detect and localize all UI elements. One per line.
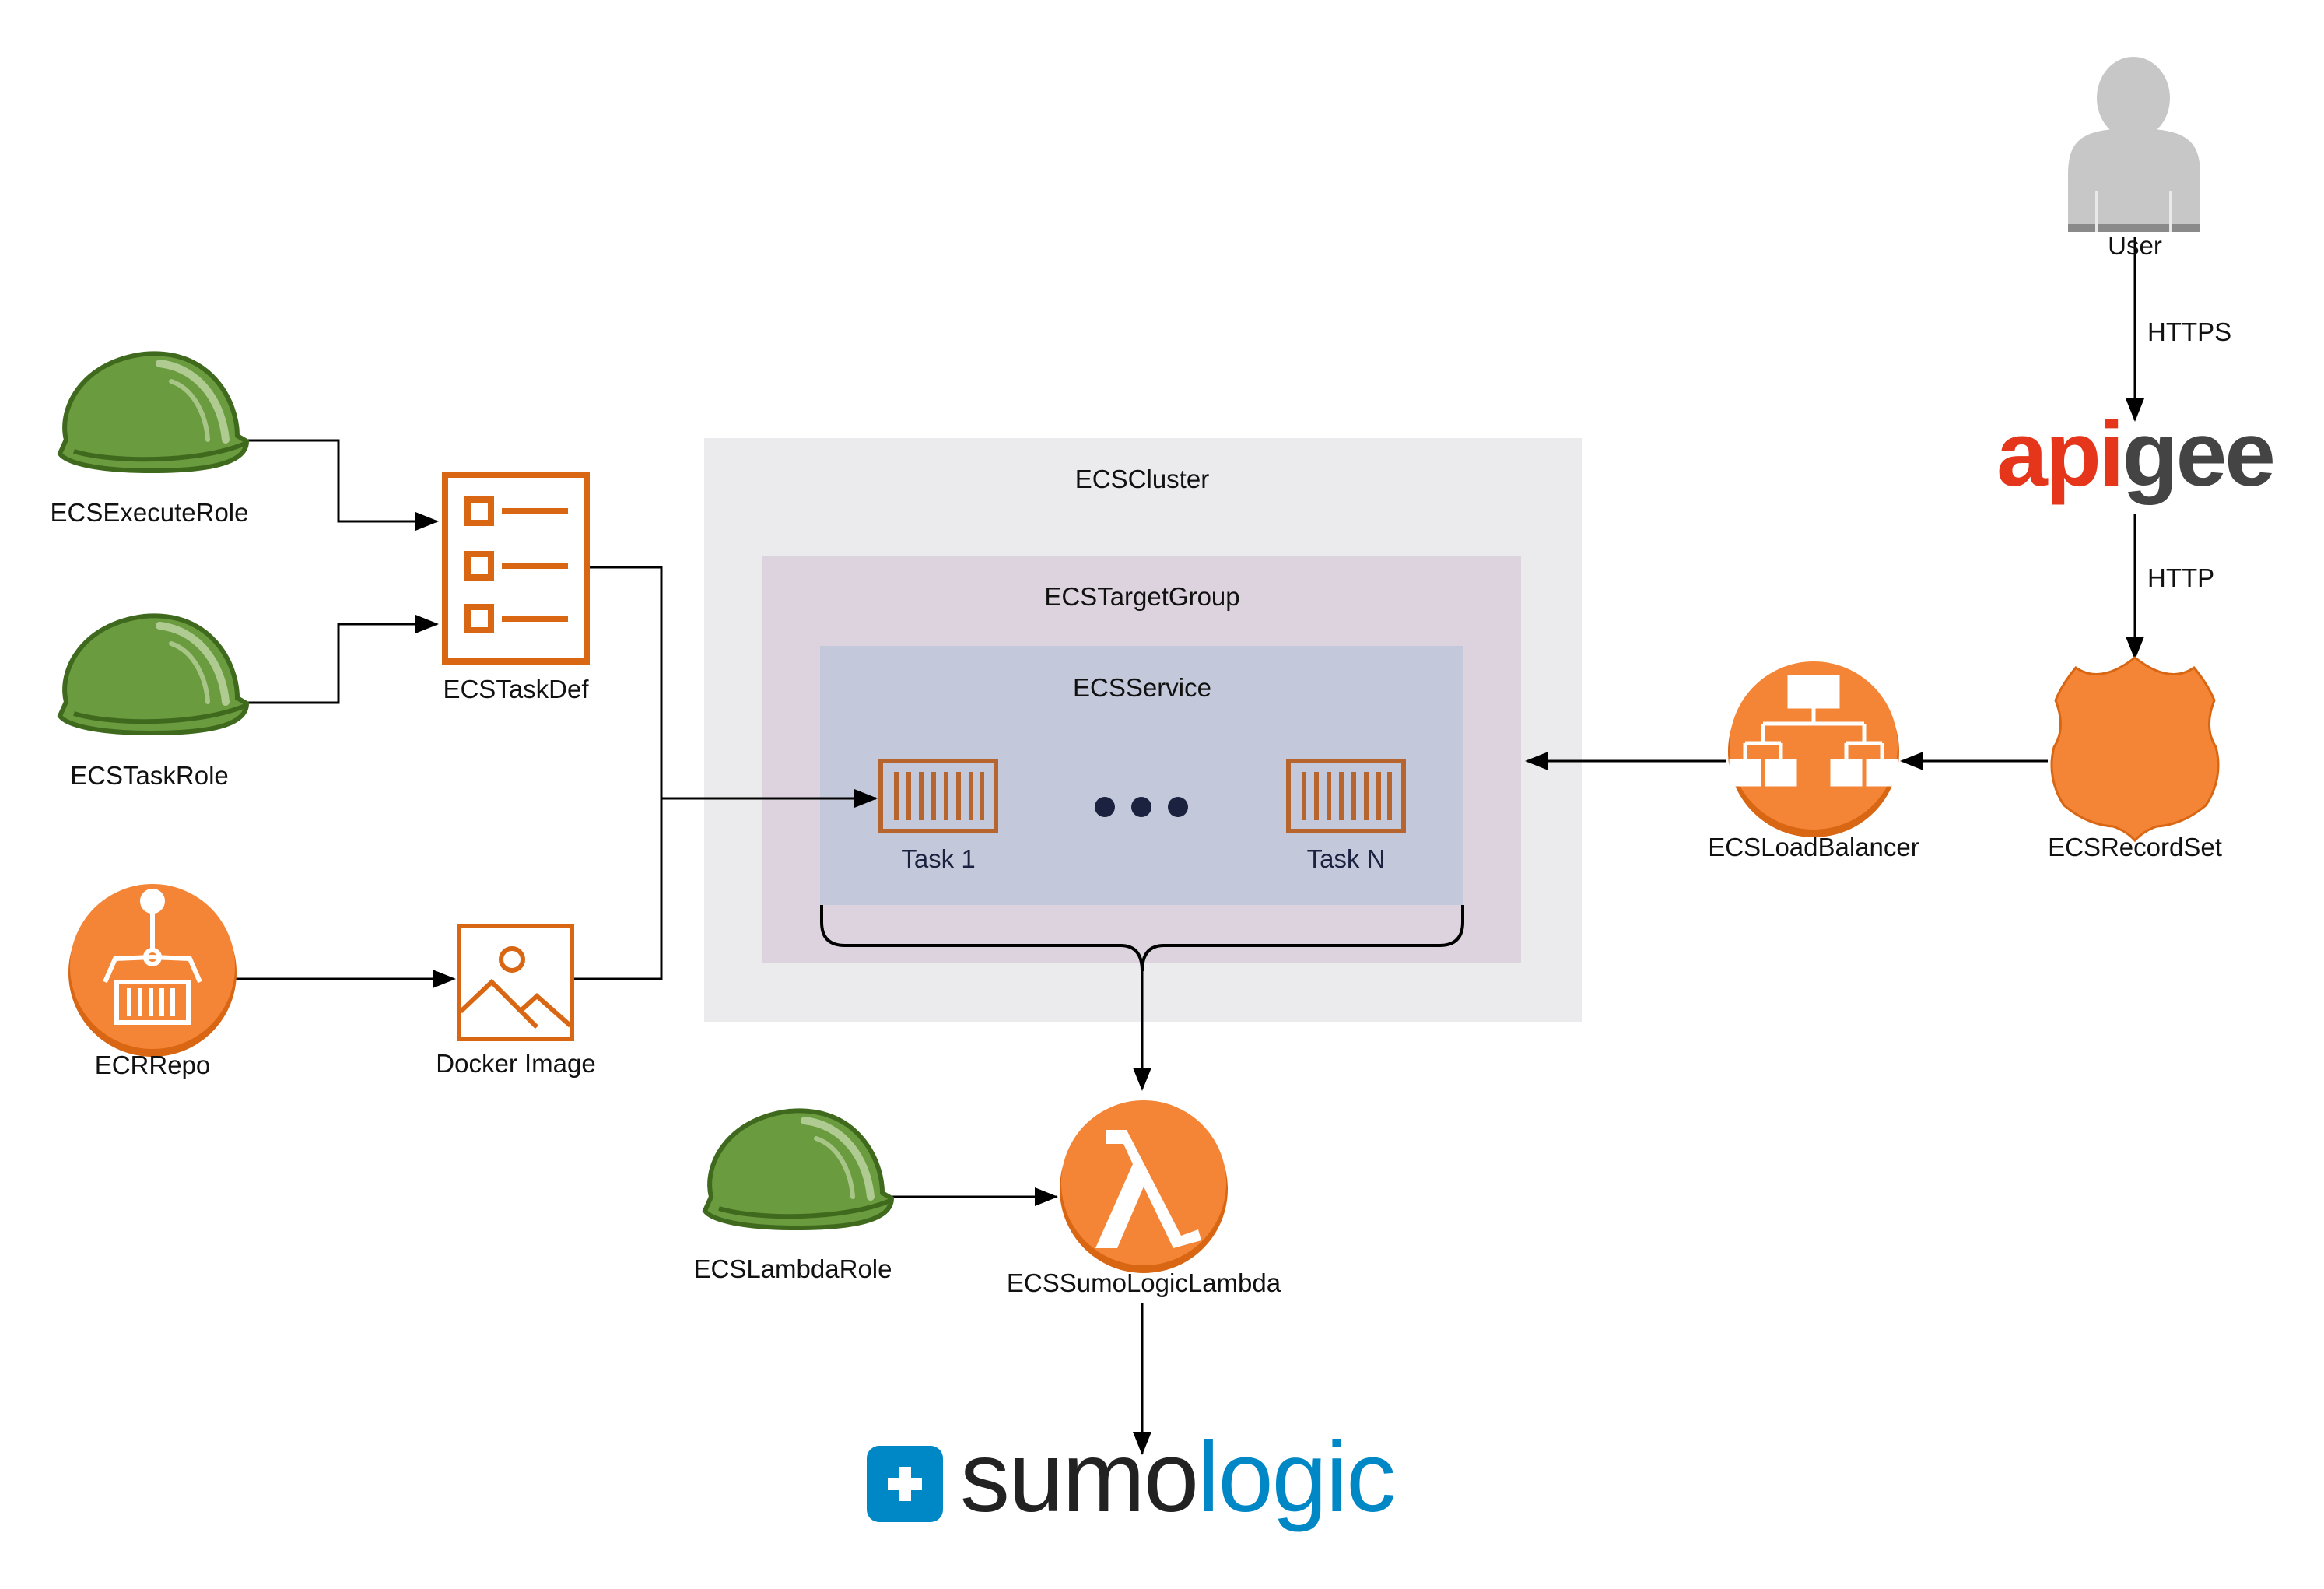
iam-role-helmet-icon	[705, 1110, 892, 1228]
load-balancer-node: ECSLoadBalancer	[1708, 661, 1919, 861]
lambda-label: ECSSumoLogicLambda	[1007, 1268, 1281, 1297]
task-role-node: ECSTaskRole	[60, 616, 247, 790]
apigee-wordmark-gee: gee	[2122, 403, 2273, 506]
user-icon	[2068, 57, 2200, 232]
lambda-role-label: ECSLambdaRole	[694, 1254, 892, 1283]
task-n-label: Task N	[1307, 844, 1386, 873]
task-1: Task 1	[881, 761, 996, 873]
edge-taskdef-tasks	[571, 566, 663, 980]
svg-text:sumologic: sumologic	[960, 1422, 1394, 1533]
lambda-icon	[1095, 1130, 1201, 1248]
edge-executerole-taskdef	[235, 439, 439, 531]
execute-role-node: ECSExecuteRole	[51, 353, 249, 527]
ecs-cluster-label: ECSCluster	[1075, 465, 1209, 493]
apigee-logo: apigee	[1996, 403, 2276, 506]
task-1-label: Task 1	[901, 844, 975, 873]
sumologic-wordmark-logic: logic	[1197, 1422, 1394, 1533]
task-def-label: ECSTaskDef	[443, 675, 589, 703]
execute-role-label: ECSExecuteRole	[51, 498, 249, 527]
ecr-repo-label: ECRRepo	[95, 1051, 211, 1079]
edge-taskrole-taskdef	[235, 615, 439, 704]
connectors	[235, 237, 2144, 1455]
ecs-service-label: ECSService	[1073, 673, 1211, 702]
task-n: Task N	[1288, 761, 1404, 873]
lambda-node: ECSSumoLogicLambda	[1007, 1100, 1281, 1297]
record-set-label: ECSRecordSet	[2048, 833, 2222, 861]
task-def-node: ECSTaskDef	[442, 472, 590, 703]
svg-text:apigee: apigee	[1996, 403, 2273, 506]
edge-label-http: HTTP	[2147, 563, 2214, 592]
iam-role-helmet-icon	[60, 353, 247, 471]
iam-role-helmet-icon	[60, 616, 247, 733]
task-definition-icon	[442, 472, 590, 665]
task-role-label: ECSTaskRole	[70, 761, 229, 790]
user-label: User	[2108, 231, 2162, 260]
route53-shield-icon	[2050, 656, 2220, 843]
load-balancer-label: ECSLoadBalancer	[1708, 833, 1919, 861]
user-node: User	[2068, 57, 2200, 260]
apigee-wordmark-api: api	[1996, 403, 2122, 506]
task-ellipsis	[1095, 797, 1188, 817]
ecs-target-group-label: ECSTargetGroup	[1044, 582, 1239, 611]
ecr-repo-icon	[103, 889, 202, 1025]
ecs-service-box	[820, 646, 1463, 905]
load-balancer-icon	[1729, 675, 1898, 787]
docker-image-node: Docker Image	[436, 924, 596, 1078]
lambda-role-node: ECSLambdaRole	[694, 1110, 892, 1283]
record-set-node: ECSRecordSet	[2048, 656, 2222, 861]
docker-image-label: Docker Image	[436, 1049, 595, 1078]
ecr-repo-node: ECRRepo	[68, 884, 237, 1079]
sumologic-wordmark-sumo: sumo	[960, 1422, 1197, 1533]
image-icon	[457, 924, 574, 1041]
sumologic-logo: sumologic	[867, 1422, 1396, 1533]
edge-label-https: HTTPS	[2147, 317, 2231, 346]
